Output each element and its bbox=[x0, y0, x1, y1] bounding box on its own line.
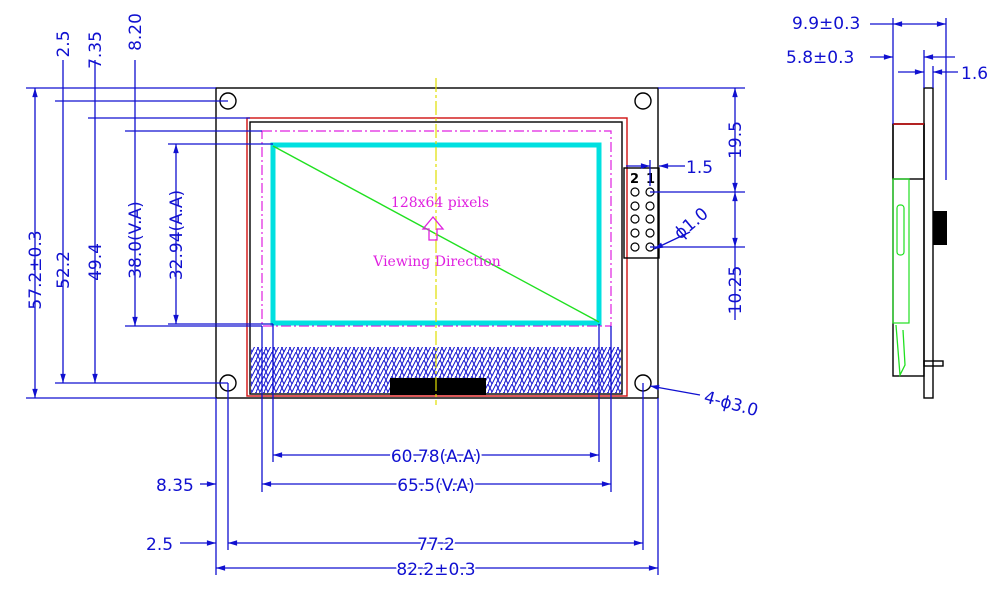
dim-side-1-6: 1.6 bbox=[961, 64, 988, 84]
pin-2-label: 2 bbox=[630, 172, 639, 187]
dim-va-height: 38.0(V.A) bbox=[126, 201, 146, 279]
dim-hole-pitch-v: 52.2 bbox=[54, 251, 74, 289]
left-dimension-lines bbox=[26, 60, 273, 399]
display-resolution-label: 128x64 pixels bbox=[391, 195, 489, 211]
dim-pin-19-5: 19.5 bbox=[726, 121, 746, 159]
side-view bbox=[892, 87, 947, 399]
dim-top-7-35: 7.35 bbox=[86, 31, 106, 69]
dim-va-width: 65.5(V.A) bbox=[397, 476, 475, 496]
active-area bbox=[270, 142, 602, 326]
viewing-direction-label: Viewing Direction bbox=[372, 254, 501, 270]
dim-pin-10-25: 10.25 bbox=[726, 266, 746, 315]
dim-aa-width: 60.78(A.A) bbox=[391, 447, 481, 467]
dim-aa-height: 32.94(A.A) bbox=[167, 190, 187, 280]
dim-top-8-20: 8.20 bbox=[126, 13, 146, 51]
dim-side-9-9: 9.9±0.3 bbox=[792, 14, 860, 34]
dim-top-2-5: 2.5 bbox=[54, 30, 74, 57]
viewing-direction-arrow-icon bbox=[421, 215, 445, 241]
glass-outline bbox=[246, 117, 628, 397]
dim-mounting-holes: 4-ϕ3.0 bbox=[702, 388, 760, 422]
dim-pin-1-5: 1.5 bbox=[686, 158, 713, 178]
side-dimension-lines bbox=[870, 18, 958, 180]
dim-left-2-5: 2.5 bbox=[146, 535, 173, 555]
dim-side-5-8: 5.8±0.3 bbox=[786, 48, 854, 68]
dim-hole-pitch-h: 77.2 bbox=[417, 535, 455, 555]
right-dimension-lines bbox=[626, 87, 745, 396]
dim-width-total: 82.2±0.3 bbox=[396, 560, 475, 580]
pin-holes bbox=[630, 187, 655, 252]
viewing-area bbox=[261, 130, 612, 327]
dim-left-8-35: 8.35 bbox=[156, 476, 194, 496]
dim-height-49: 49.4 bbox=[86, 243, 106, 281]
fpc-connector bbox=[390, 378, 486, 395]
dim-height-total: 57.2±0.3 bbox=[26, 230, 46, 309]
bottom-dimension-lines bbox=[180, 324, 659, 575]
